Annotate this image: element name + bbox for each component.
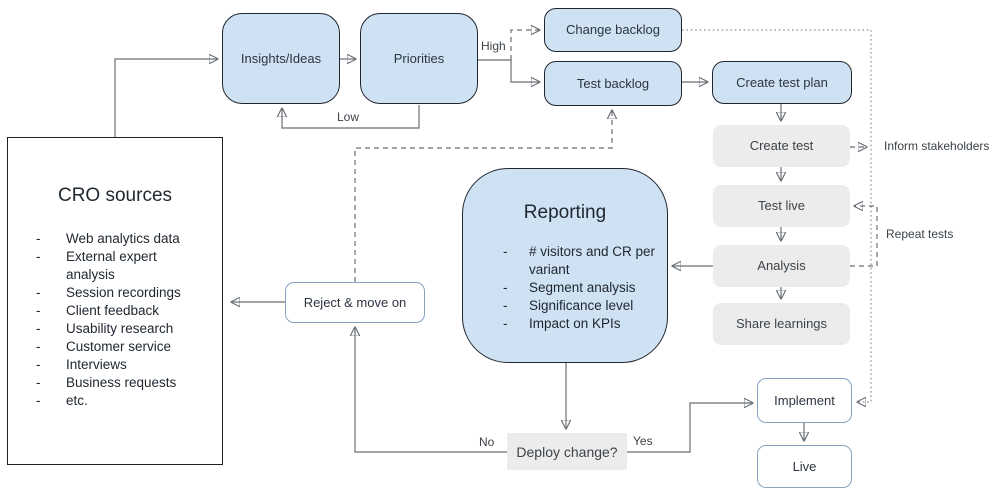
edge-label-high: High	[481, 39, 506, 53]
node-cro-sources: CRO sources Web analytics dataExternal e…	[7, 137, 223, 465]
node-label: Test live	[758, 198, 805, 213]
list-item: Significance level	[481, 297, 661, 315]
node-live: Live	[757, 445, 852, 488]
node-label: Create test	[749, 138, 814, 153]
edge-label-inform-stakeholders: Inform stakeholders	[884, 139, 990, 153]
edge-label-no: No	[479, 435, 495, 449]
node-change-backlog: Change backlog	[544, 8, 682, 52]
list-item: Usability research	[8, 320, 206, 338]
edge-label-low: Low	[337, 110, 360, 124]
list-item: Web analytics data	[8, 230, 206, 248]
node-test-live: Test live	[713, 185, 850, 227]
node-label: Analysis	[757, 258, 806, 273]
node-label: Priorities	[393, 50, 445, 66]
node-label: Insights/Ideas	[240, 50, 322, 66]
node-deploy-change: Deploy change?	[507, 433, 627, 470]
node-priorities: Priorities	[360, 13, 478, 104]
edge-analysis-repeat-tests-to-test-live	[850, 206, 878, 267]
list-item: Segment analysis	[481, 279, 661, 297]
list-item: Interviews	[8, 356, 206, 374]
reporting-title: Reporting	[523, 202, 607, 223]
cro-sources-title: CRO sources	[57, 185, 173, 206]
node-label: Share learnings	[735, 316, 828, 331]
node-label: Live	[792, 458, 817, 474]
node-label: Change backlog	[566, 22, 660, 37]
edge-priorities-low-to-insights	[282, 105, 420, 129]
node-reject-move-on: Reject & move on	[285, 282, 425, 323]
cro-sources-list: Web analytics dataExternal expert analys…	[8, 230, 222, 410]
node-label: Deploy change?	[516, 443, 618, 460]
edge-change-backlog-to-implement	[682, 29, 872, 402]
list-item: External expert analysis	[8, 248, 206, 284]
list-item: Impact on KPIs	[481, 315, 661, 333]
node-label: Reject & move on	[303, 294, 407, 310]
node-label: Test backlog	[576, 75, 650, 91]
edge-label-yes: Yes	[633, 434, 653, 448]
node-create-test-plan: Create test plan	[712, 61, 852, 104]
edge-deploy-no-to-reject	[355, 328, 507, 453]
edge-reject-to-test-backlog	[354, 111, 612, 282]
list-item: Client feedback	[8, 302, 206, 320]
node-analysis: Analysis	[713, 245, 850, 287]
edge-priorities-high-to-test-backlog	[478, 59, 539, 82]
list-item: Business requests	[8, 374, 206, 392]
edge-deploy-yes-to-implement	[627, 403, 752, 453]
edge-label-repeat-tests: Repeat tests	[886, 227, 954, 241]
edge-priorities-high-to-change-backlog	[510, 30, 539, 60]
node-create-test: Create test	[713, 125, 850, 167]
edge-cro-to-insights	[114, 59, 217, 137]
node-insights-ideas: Insights/Ideas	[222, 13, 340, 104]
node-label: Implement	[774, 392, 835, 408]
node-test-backlog: Test backlog	[544, 61, 682, 106]
list-item: etc.	[8, 392, 206, 410]
node-implement: Implement	[757, 378, 852, 423]
list-item: Customer service	[8, 338, 206, 356]
node-label: Create test plan	[736, 74, 828, 90]
list-item: Session recordings	[8, 284, 206, 302]
reporting-list: # visitors and CR per variantSegment ana…	[481, 243, 667, 333]
node-share-learnings: Share learnings	[713, 303, 850, 345]
node-reporting: Reporting # visitors and CR per variantS…	[462, 168, 668, 363]
list-item: # visitors and CR per variant	[481, 243, 661, 279]
